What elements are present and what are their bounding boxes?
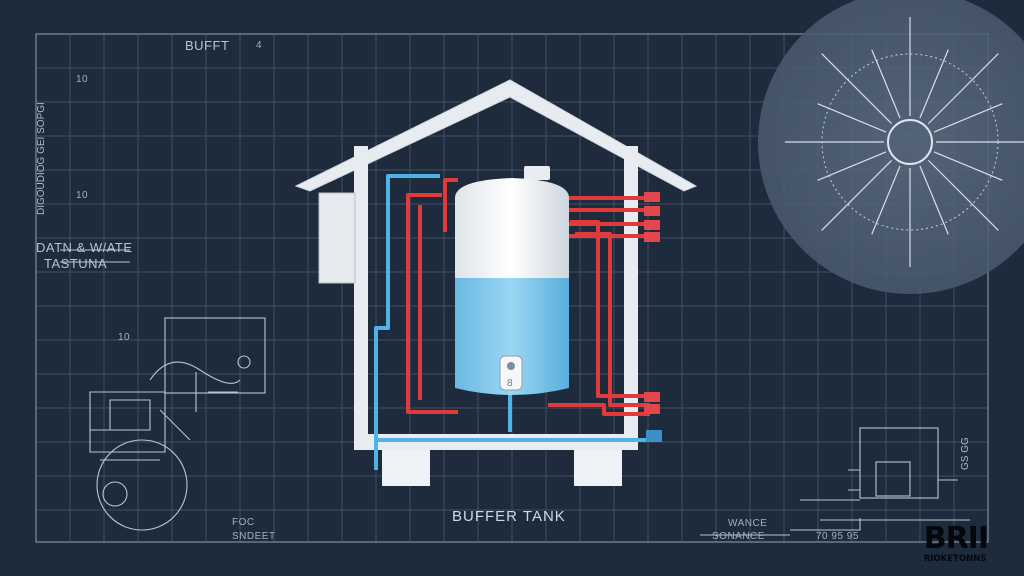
top-tick: 4: [256, 40, 263, 51]
cold-water-pipes: [374, 174, 660, 470]
right-sketch: [700, 427, 970, 536]
sun-ray: [927, 53, 999, 125]
left-label-1: DATN & W/ATE: [36, 240, 133, 255]
sun-ray: [933, 151, 1003, 181]
bottom-right-label-1: WANCE: [728, 518, 768, 529]
left-small-3: 10: [118, 332, 131, 343]
hot-water-pipes: [406, 178, 650, 416]
left-sketch: [60, 249, 266, 531]
sun-ray: [919, 49, 949, 119]
sun-emblem: [758, 0, 1024, 294]
bottom-right-numbers: 70 95 95: [816, 531, 859, 542]
bottom-right-label-2: SONANCE: [712, 531, 765, 542]
sun-ray: [871, 49, 901, 119]
logo-subtext: RIOKETONNS: [923, 554, 987, 564]
bottom-left-label-1: FOC: [232, 517, 255, 528]
left-vertical-text: DIGOUDIOG GEI SOPGI: [36, 102, 47, 215]
logo-text: BRII: [923, 521, 989, 556]
sun-ray: [821, 53, 893, 125]
brand-logo: BRII RIOKETONNS: [923, 521, 989, 565]
buffer-tank: [455, 166, 569, 395]
sun-ray: [927, 159, 999, 231]
right-vertical-text: GS GG: [960, 437, 971, 470]
diagram-title: BUFFER TANK: [452, 508, 566, 525]
pipe-valves: [644, 192, 662, 442]
sun-ray: [821, 159, 893, 231]
bottom-left-label-2: SNDEET: [232, 531, 276, 542]
sun-ray: [933, 103, 1003, 133]
sun-ray: [817, 103, 887, 133]
blueprint-grid: [35, 33, 989, 542]
left-label-2: TASTUNA: [44, 256, 108, 271]
tank-gauge-number: 8: [507, 378, 514, 389]
top-label: BUFFT: [185, 38, 230, 53]
sun-ray: [817, 151, 887, 181]
sun-ray: [871, 165, 901, 235]
grid-frame: [35, 33, 989, 543]
left-small-2: 10: [76, 190, 89, 201]
left-small-1: 10: [76, 74, 89, 85]
sun-ray: [919, 165, 949, 235]
